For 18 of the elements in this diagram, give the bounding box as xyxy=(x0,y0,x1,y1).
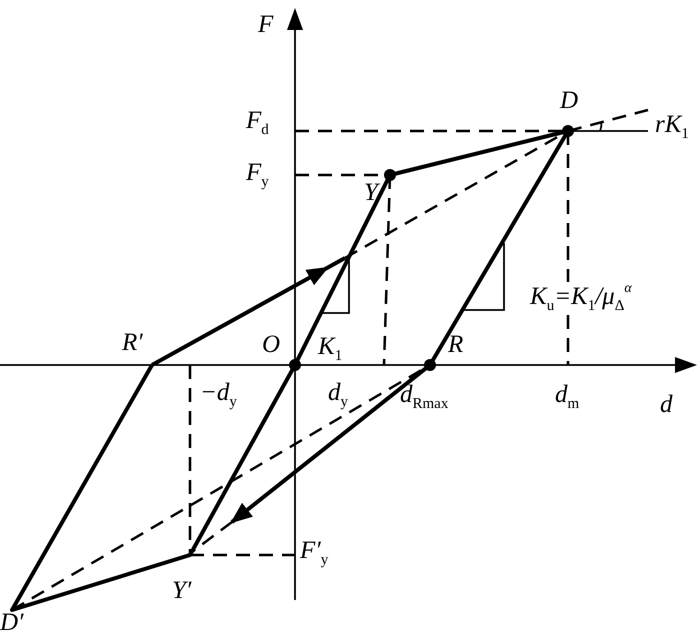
axis-label: R xyxy=(448,332,464,357)
axis-label: K$_{1}$ xyxy=(318,334,342,364)
axis-label: d xyxy=(660,392,672,417)
axis-label: Y xyxy=(364,180,378,205)
axis-label: R′ xyxy=(122,330,143,355)
axis-label: rK$_{1}$ xyxy=(655,112,689,142)
axis-label: F$_{y}$ xyxy=(246,160,269,190)
axis-label: d$_{Rmax}$ xyxy=(400,382,448,412)
axis-label: Y′ xyxy=(172,578,192,603)
axis-label: −d$_{y}$ xyxy=(200,380,237,410)
axis-label: D xyxy=(560,88,578,113)
axis-label: F$_{d}$ xyxy=(246,108,269,138)
axis-label: d$_{m}$ xyxy=(555,382,580,412)
axis-label: D′ xyxy=(0,610,24,632)
axis-label: O xyxy=(262,332,280,357)
axis-label: F′$_{y}$ xyxy=(300,538,328,568)
axis-label: F xyxy=(258,12,274,37)
axis-label: d$_{y}$ xyxy=(328,380,348,410)
